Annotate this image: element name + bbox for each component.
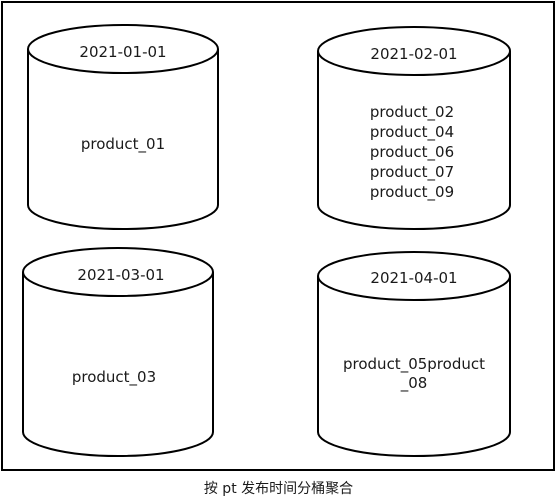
bucket-cylinder-2021-02: 2021-02-01 product_02 product_04 product… (317, 26, 511, 230)
cylinder-body (317, 51, 511, 230)
cylinder-top (317, 26, 511, 76)
bucket-item: product_04 (370, 123, 454, 142)
bucket-item: product_01 (81, 135, 165, 154)
bucket-item: product_09 (370, 183, 454, 202)
bucket-item: product_05product (343, 355, 485, 374)
bucket-date: 2021-01-01 (79, 43, 166, 61)
cylinder-top (27, 24, 219, 74)
bucket-item: product_06 (370, 143, 454, 162)
diagram-caption: 按 pt 发布时间分桶聚合 (203, 481, 354, 497)
bucket-cylinder-2021-03: 2021-03-01 product_03 (22, 247, 214, 457)
bucket-date: 2021-04-01 (370, 269, 457, 287)
bucket-date: 2021-03-01 (77, 266, 164, 284)
bucket-item: product_03 (72, 368, 156, 387)
bucket-item: product_02 (370, 103, 454, 122)
bucket-cylinder-2021-01: 2021-01-01 product_01 (27, 24, 219, 230)
cylinder-body (317, 276, 511, 457)
diagram-canvas: 2021-01-01 product_01 2021-02-01 product… (1, 1, 555, 471)
cylinder-top (317, 251, 511, 301)
cylinder-body (27, 49, 219, 230)
bucket-item: product_07 (370, 163, 454, 182)
cylinder-top (22, 247, 214, 297)
bucket-cylinder-2021-04: 2021-04-01 product_05product _08 (317, 251, 511, 457)
bucket-item: _08 (400, 374, 428, 393)
bucket-date: 2021-02-01 (370, 45, 457, 63)
cylinder-body (22, 272, 214, 457)
